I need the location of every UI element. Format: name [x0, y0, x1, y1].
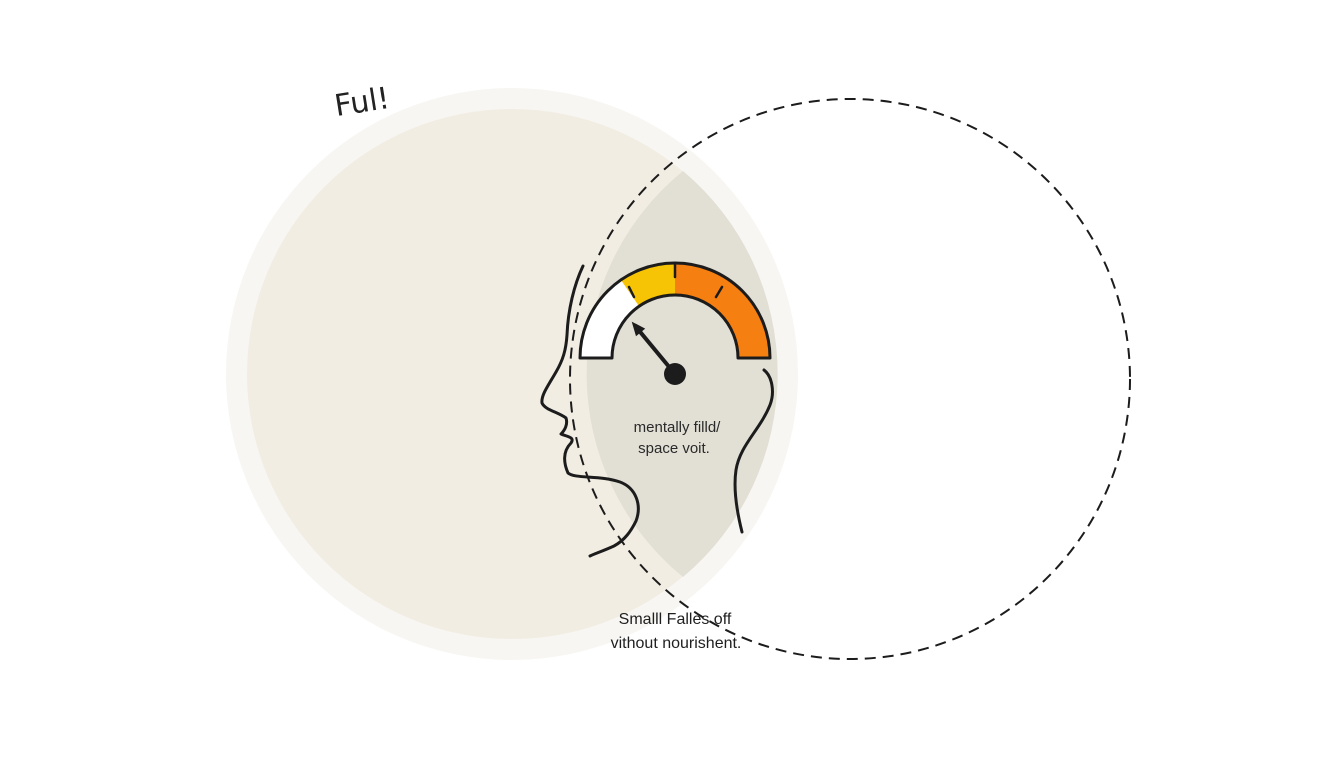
head-caption-line1: mentally filld/ — [634, 419, 722, 436]
head-caption-line2: space voit. — [638, 440, 710, 457]
head-profile-icon — [540, 264, 774, 558]
gauge-segment-empty — [580, 280, 639, 358]
gauge-pivot — [664, 363, 686, 385]
gauge — [578, 261, 772, 385]
gauge-segment-full — [675, 263, 770, 358]
gauge-ticks — [627, 261, 724, 299]
bottom-caption-line1: Smalll Falles off — [619, 611, 732, 628]
back-of-head — [733, 368, 774, 534]
bottom-caption-line2: vithout nourishent. — [611, 635, 742, 652]
corner-note: Ful! — [332, 81, 392, 124]
gauge-needle-tip — [631, 321, 646, 337]
face-profile — [540, 264, 640, 558]
empty-dashed-circle — [569, 98, 1131, 660]
